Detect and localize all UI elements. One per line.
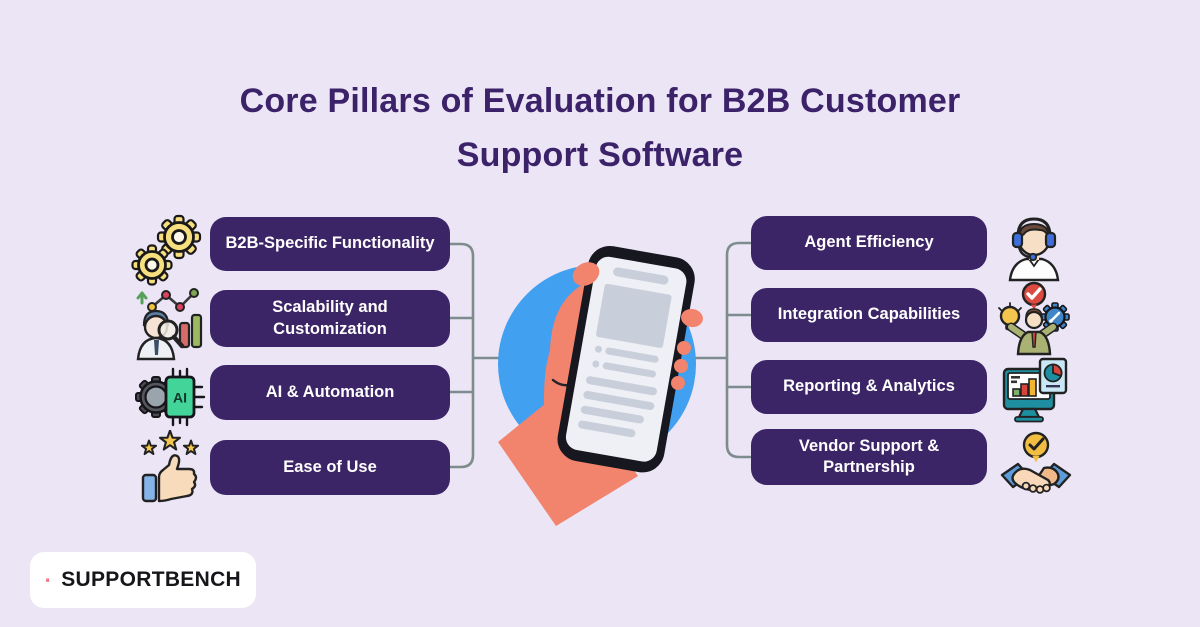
- supportbench-wordmark: SUPPORTBENCH: [61, 568, 241, 592]
- pillar-label: Integration Capabilities: [777, 305, 961, 324]
- pillar-label: B2B-Specific Functionality: [225, 234, 435, 253]
- smartphone: [557, 245, 695, 473]
- page-title: Core Pillars of Evaluation for B2B Custo…: [0, 74, 1200, 183]
- pillar-label: AI & Automation: [265, 382, 395, 401]
- pillar-vendor-support-partnership: Vendor Support & Partnership: [751, 429, 987, 485]
- fingertip-4: [671, 376, 685, 390]
- brand-bold: SUPPORT: [61, 568, 165, 591]
- ai-chip-label: AI: [173, 390, 187, 406]
- supportbench-logo: SUPPORTBENCH: [30, 552, 256, 608]
- title-line-1: Core Pillars of Evaluation for B2B Custo…: [239, 82, 961, 120]
- title-line-2: Support Software: [456, 136, 744, 175]
- pillar-ai-automation: AI & Automation: [210, 365, 450, 420]
- handshake-check-icon: [1000, 431, 1072, 494]
- pillar-label: Agent Efficiency: [804, 233, 934, 252]
- index-fingertip: [681, 308, 703, 328]
- thumbs-up-stars-icon: [140, 430, 200, 503]
- right-bracket-line: [725, 241, 752, 459]
- pillar-scalability-customization: Scalability and Customization: [210, 290, 450, 347]
- fingertip-3: [674, 359, 688, 373]
- ai-chip-gear-icon: AI: [135, 367, 206, 427]
- screen-bullet-2: [592, 360, 600, 368]
- fingertip-2: [677, 341, 691, 355]
- analyst-chart-icon: [136, 288, 203, 361]
- support-agent-headset-icon: [1008, 217, 1060, 282]
- screen-line-6: [578, 420, 636, 438]
- hand-holding-phone-illustration: [498, 245, 703, 526]
- pillar-reporting-analytics: Reporting & Analytics: [751, 360, 987, 414]
- screen-hero-block: [596, 283, 672, 348]
- pillar-b2b-specific-functionality: B2B-Specific Functionality: [210, 217, 450, 271]
- pillar-ease-of-use: Ease of Use: [210, 440, 450, 495]
- screen-bullet-1: [594, 345, 602, 353]
- left-bracket-line: [448, 242, 475, 469]
- screen-line-5: [580, 405, 644, 424]
- screen-line-1: [605, 347, 659, 363]
- pillar-label: Ease of Use: [283, 457, 377, 476]
- pillar-label: Reporting & Analytics: [783, 377, 955, 396]
- screen-line-3: [585, 376, 657, 396]
- brand-rest: BENCH: [164, 568, 241, 591]
- pillar-agent-efficiency: Agent Efficiency: [751, 216, 987, 270]
- pillar-label: Vendor Support & Partnership: [798, 436, 940, 476]
- person-lightbulb-gear-icon: [998, 281, 1070, 356]
- screen-line-2: [602, 362, 656, 378]
- thumb: [572, 262, 600, 286]
- screen-line-4: [583, 390, 655, 411]
- pillar-integration-capabilities: Integration Capabilities: [751, 288, 987, 342]
- monitor-charts-icon: [1002, 357, 1068, 423]
- pillar-label: Scalability and Customization: [272, 298, 388, 338]
- screen-header-bar: [613, 267, 669, 285]
- supportbench-bench-icon: [45, 578, 50, 582]
- gears-icon: [131, 214, 202, 286]
